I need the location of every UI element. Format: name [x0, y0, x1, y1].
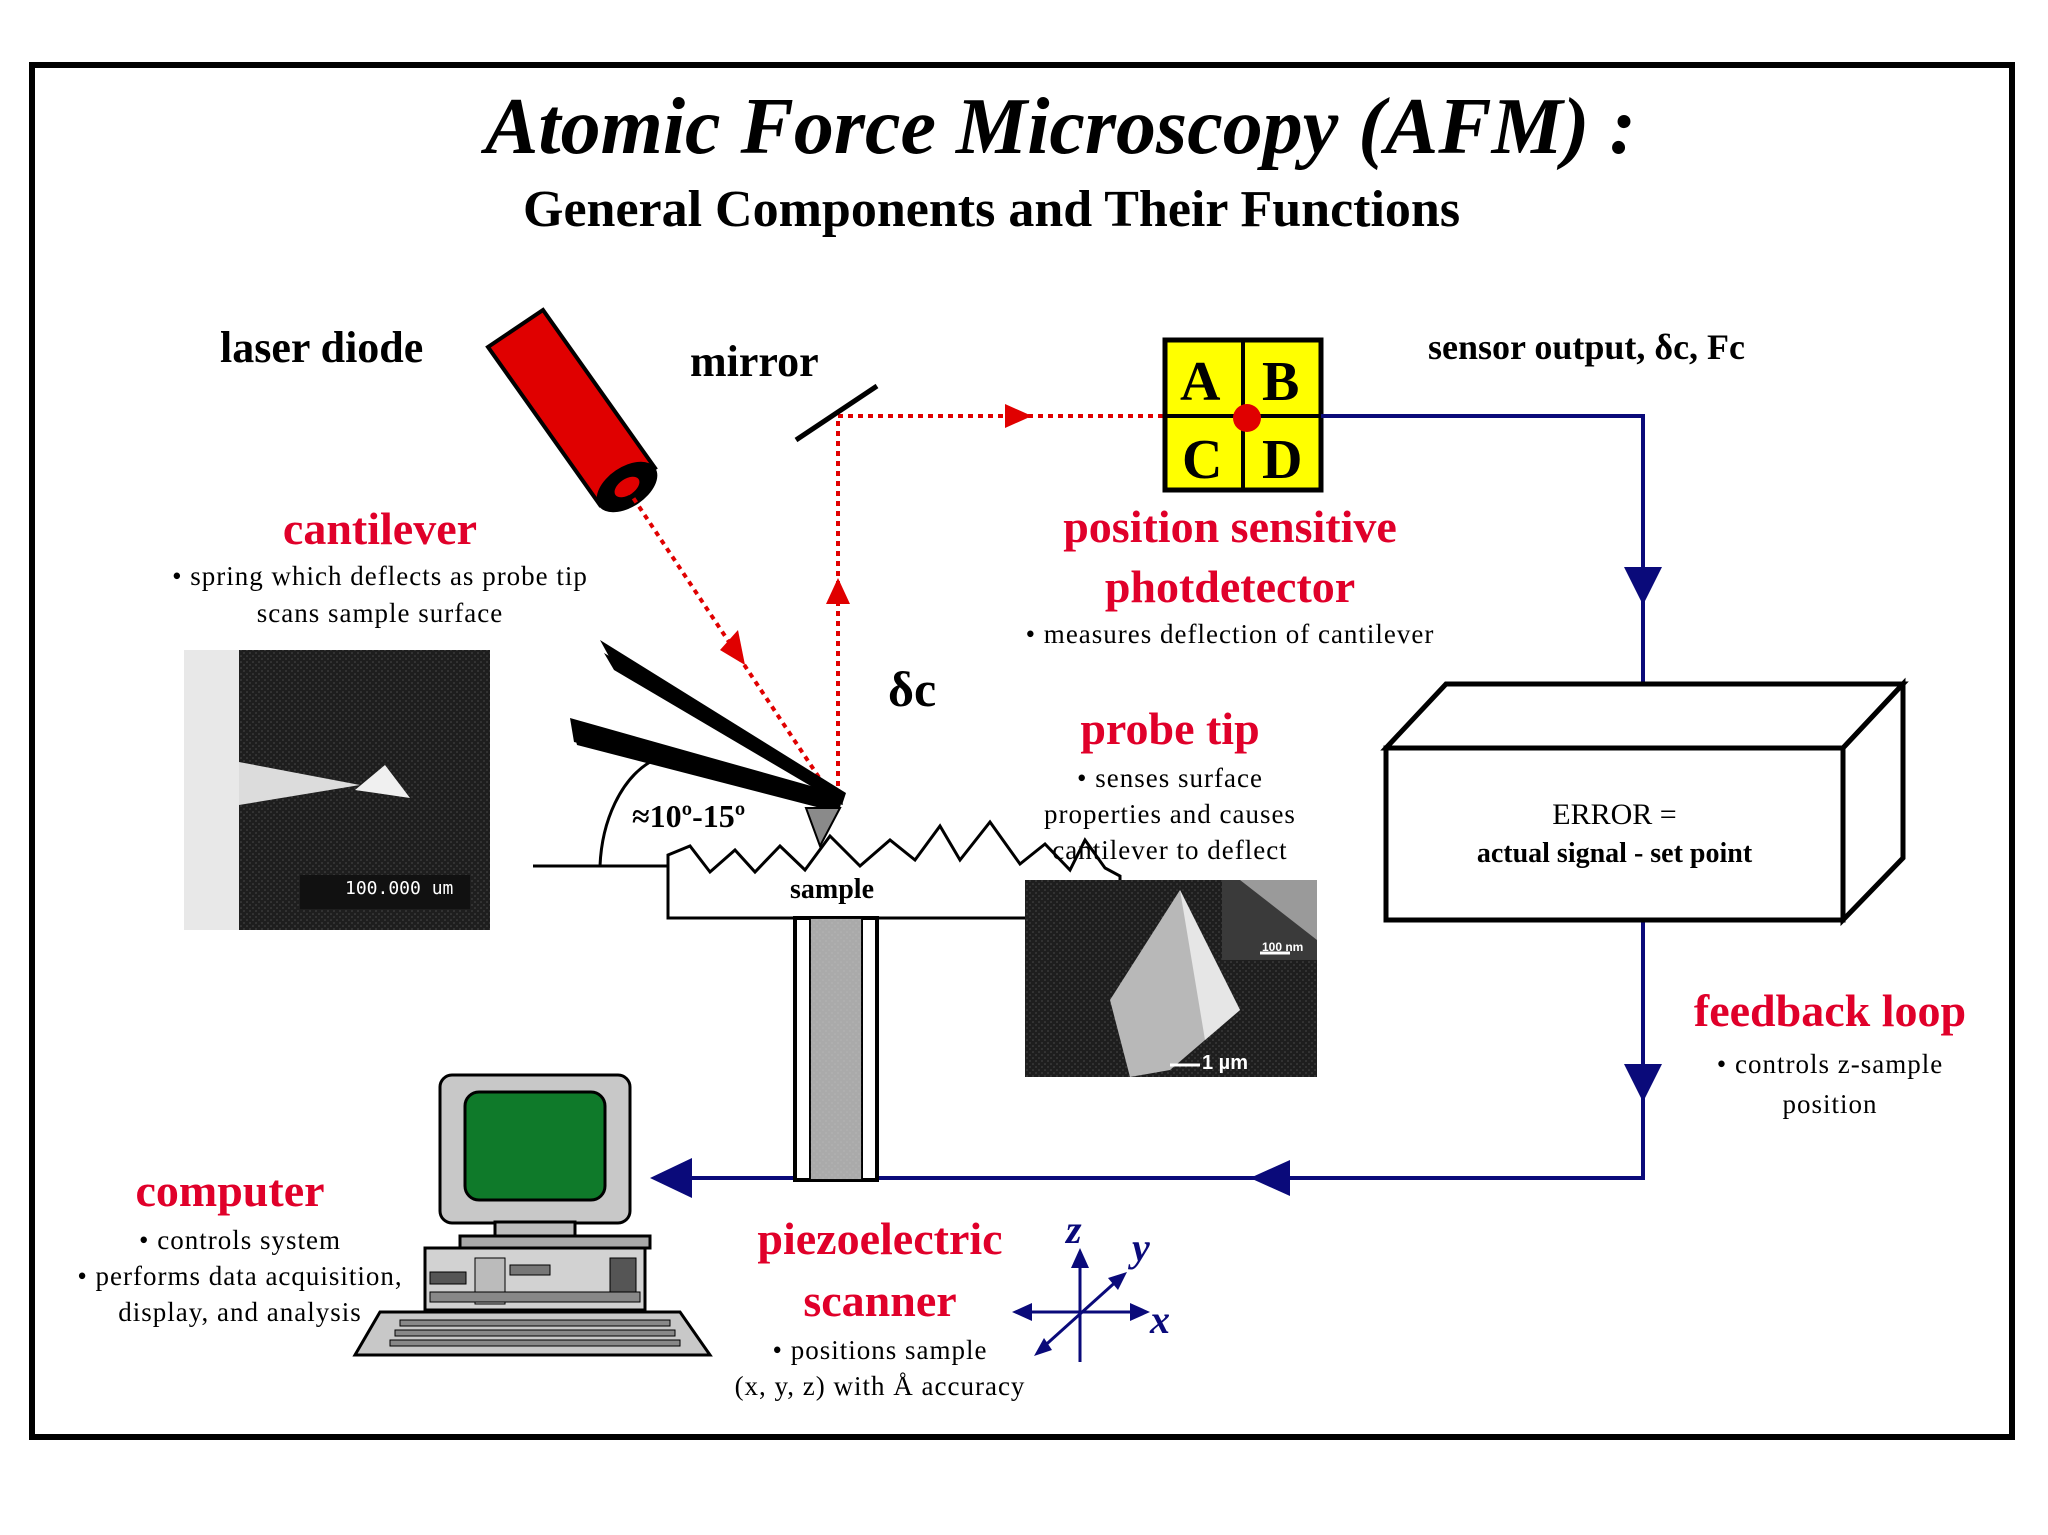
quadrant-d: D	[1262, 429, 1303, 491]
error-box	[1380, 677, 1909, 927]
cantilever-note-2: scans sample surface	[256, 598, 504, 628]
photodetector-quadrants	[1162, 337, 1324, 493]
sample	[666, 819, 1122, 920]
feedback-loop-note-1: • controls z-sample	[1716, 1049, 1944, 1079]
probe-tip-note-1: • senses surface	[1077, 763, 1263, 793]
probe-tip-note-3: cantilever to deflect	[1052, 835, 1288, 865]
axis-y-label: y	[1132, 1225, 1150, 1270]
photodetector-note: • measures deflection of cantilever	[1025, 619, 1435, 649]
quadrant-c: C	[1182, 429, 1223, 491]
scanner-note-2: (x, y, z) with Å accuracy	[734, 1371, 1026, 1401]
delta-c-label: δc	[888, 661, 937, 717]
tip-scale-small: 100 nm	[1262, 940, 1304, 954]
axis-x-label: x	[1150, 1297, 1170, 1342]
scanner-title-1: piezoelectric	[757, 1213, 1003, 1264]
diagram-title: Atomic Force Microscopy (AFM) :	[485, 83, 1636, 171]
cantilever-scale-label: 100.000 um	[345, 878, 454, 899]
sample-label: sample	[790, 874, 874, 905]
tip-scale-large: 1 µm	[1202, 1052, 1248, 1074]
quadrant-a: A	[1180, 351, 1221, 413]
laser-arrowheads	[720, 404, 1032, 665]
xyz-axes	[1012, 1248, 1150, 1362]
computer-note-2: • performs data acquisition,	[77, 1261, 403, 1291]
mirror	[794, 383, 879, 443]
scanner-note-1: • positions sample	[772, 1335, 988, 1365]
probe-tip-photo	[1025, 880, 1317, 1077]
quadrant-b: B	[1262, 351, 1300, 413]
angle-label: ≈10º-15º	[632, 798, 746, 834]
photodetector-title-2: photdetector	[1104, 561, 1356, 612]
cantilever-photo	[184, 650, 490, 930]
angle-indicator	[533, 760, 680, 868]
laser-diode	[485, 307, 658, 513]
cantilever-note-1: • spring which deflects as probe tip	[172, 561, 588, 591]
laser-diode-label: laser diode	[220, 323, 424, 372]
probe-tip	[804, 807, 842, 849]
axis-z-label: z	[1066, 1207, 1082, 1252]
scanner-title-2: scanner	[803, 1275, 957, 1326]
computer-illustration	[352, 1073, 713, 1357]
laser-spot	[1233, 404, 1261, 432]
cantilever-beams	[570, 640, 846, 812]
feedback-loop-title: feedback loop	[1693, 985, 1967, 1036]
feedback-loop-note-2: position	[1782, 1089, 1878, 1119]
feedback-wire	[690, 414, 1645, 1180]
probe-tip-note-2: properties and causes	[1044, 799, 1296, 829]
error-label: ERROR =	[1552, 798, 1677, 831]
computer-note-1: • controls system	[139, 1225, 341, 1255]
diagram-frame	[29, 62, 2015, 1440]
photodetector-title-1: position sensitive	[1063, 501, 1397, 552]
cantilever-title: cantilever	[282, 503, 478, 554]
error-formula: actual signal - set point	[1476, 838, 1753, 869]
mirror-label: mirror	[690, 337, 819, 386]
computer-title: computer	[135, 1165, 325, 1216]
sensor-output-label: sensor output, δc, Fc	[1428, 327, 1746, 367]
computer-note-3: display, and analysis	[118, 1297, 362, 1327]
piezo-column	[793, 916, 879, 1182]
feedback-arrowheads	[650, 567, 1662, 1198]
diagram-subtitle: General Components and Their Functions	[523, 181, 1461, 238]
probe-tip-title: probe tip	[1080, 703, 1260, 754]
